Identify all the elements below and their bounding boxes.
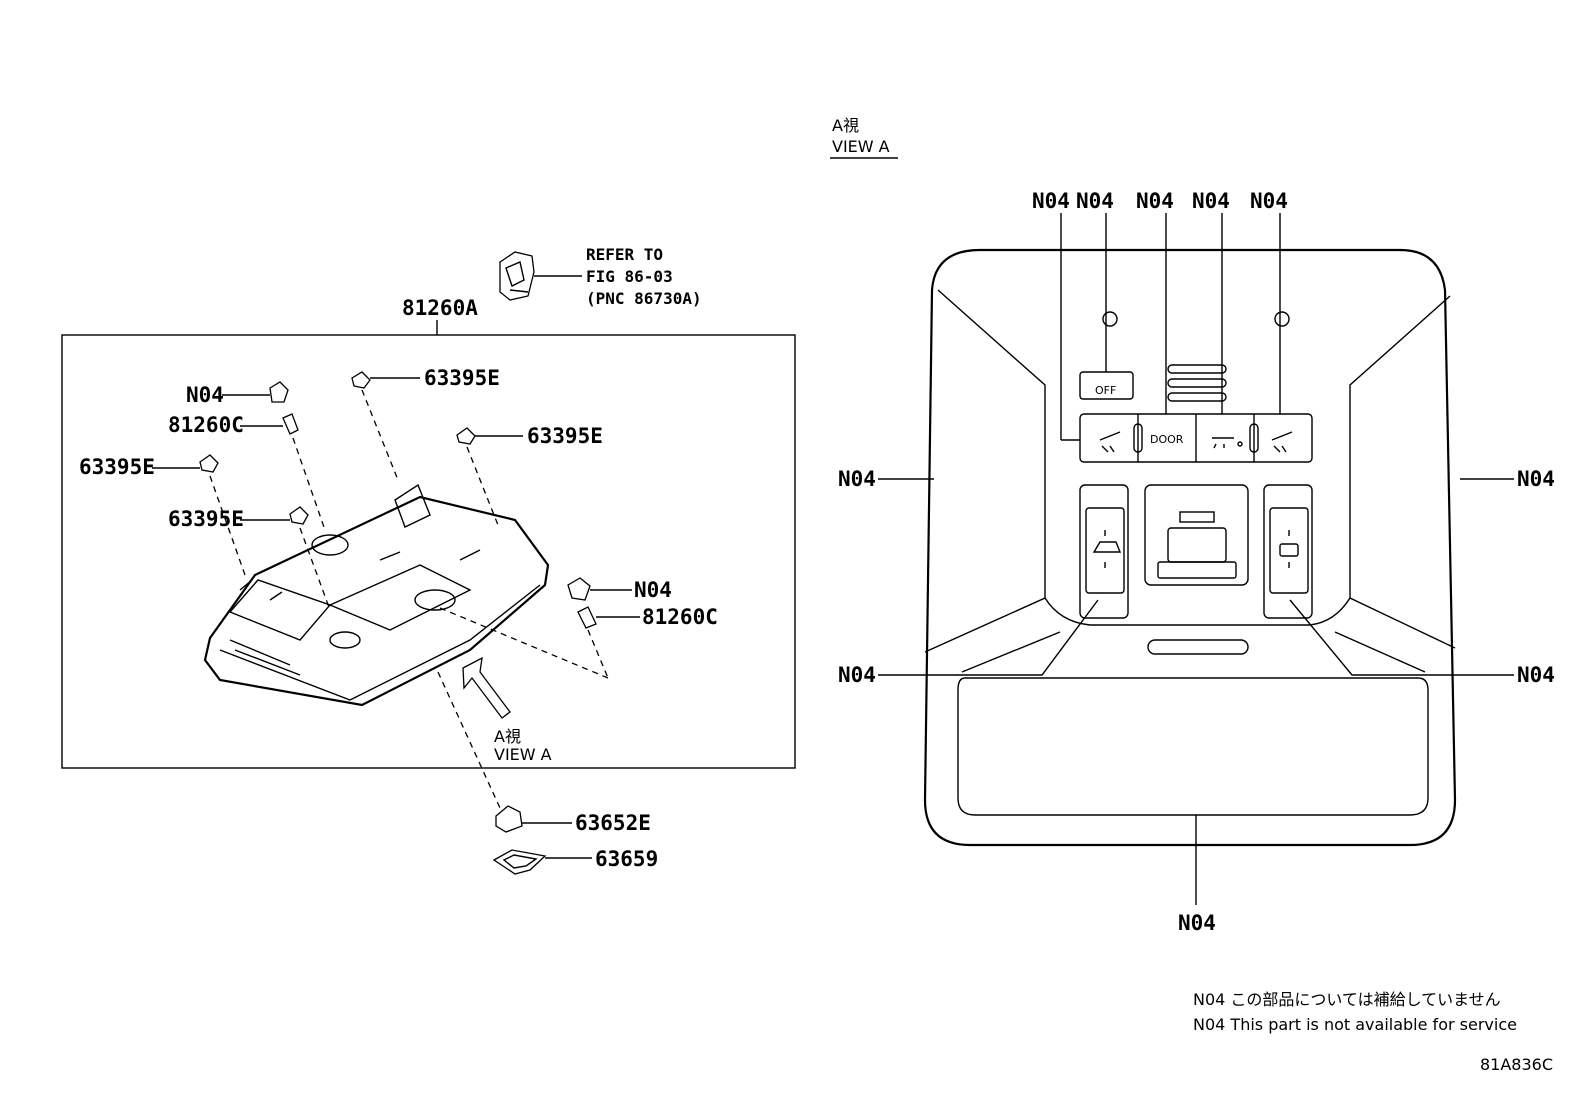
center-module-base	[1157, 561, 1237, 579]
callout-clip-left: 63395E	[79, 455, 155, 479]
view-a-title-2: VIEW A	[832, 137, 890, 156]
switch-indicator-left	[1133, 423, 1143, 453]
console-slot	[1147, 639, 1249, 655]
view-arrow-label-1: A視	[494, 727, 521, 746]
sunroof-switch-left	[1085, 507, 1125, 594]
grille-slot-3	[1167, 392, 1227, 402]
switch-indicator-right	[1249, 423, 1259, 453]
side-callout-left-upper: N04	[838, 467, 876, 491]
n04-socket-upper	[269, 381, 289, 403]
plate-part	[492, 849, 547, 875]
right-view-a: A視 VIEW A N04 N04 N04 N04 N04 OFF	[830, 116, 1555, 935]
note-japanese: N04 この部品については補給していません	[1193, 990, 1501, 1009]
side-callout-right-upper: N04	[1517, 467, 1555, 491]
top-callout-1: N04	[1032, 189, 1070, 213]
lamp-sensor-left	[1102, 311, 1118, 327]
view-arrow-label-2: VIEW A	[494, 745, 552, 764]
refer-note-line-2: FIG 86-03	[586, 267, 673, 286]
center-module-tab	[1179, 511, 1215, 523]
assembly-label: 81260A	[402, 296, 478, 320]
map-lamp-housing-drawing	[203, 483, 550, 707]
top-callout-5: N04	[1250, 189, 1288, 213]
callout-clip-top: 63395E	[424, 366, 500, 390]
connector-part-drawing	[499, 251, 582, 301]
center-module-screen	[1167, 527, 1227, 563]
sunroof-switch-right	[1269, 507, 1309, 594]
bulb-upper	[282, 413, 299, 435]
side-callout-bottom: N04	[1178, 911, 1216, 935]
callout-clip-right: 63395E	[527, 424, 603, 448]
center-module	[1144, 484, 1249, 586]
clip-right	[456, 427, 476, 445]
grille-slot-2	[1167, 378, 1227, 388]
n04-socket-right	[567, 577, 591, 601]
lamp-sensor-right	[1274, 311, 1290, 327]
off-button-text: OFF	[1095, 384, 1116, 397]
callout-bulb-upper: 81260C	[168, 413, 244, 437]
callout-bulb-right: 81260C	[642, 605, 718, 629]
sunroof-switch-left-housing	[1079, 484, 1129, 619]
grille-slot-1	[1167, 364, 1227, 374]
side-callout-left-lower: N04	[838, 663, 876, 687]
assembly-frame	[61, 334, 796, 769]
callout-plate: 63659	[595, 847, 658, 871]
sunroof-switch-right-housing	[1263, 484, 1313, 619]
note-english: N04 This part is not available for servi…	[1193, 1015, 1517, 1034]
top-callout-2: N04	[1076, 189, 1114, 213]
clip-lower-left	[289, 506, 309, 525]
left-exploded-view: REFER TO FIG 86-03 (PNC 86730A) 81260A N…	[61, 245, 796, 875]
callout-n04-upper: N04	[186, 383, 224, 407]
door-button-text: DOOR	[1150, 433, 1184, 446]
refer-note-line-3: (PNC 86730A)	[586, 289, 702, 308]
clip-left	[199, 454, 219, 473]
top-callout-3: N04	[1136, 189, 1174, 213]
side-callout-right-lower: N04	[1517, 663, 1555, 687]
console-lower-panel	[957, 677, 1429, 816]
clip-top	[351, 371, 371, 389]
bulb-right	[577, 606, 597, 629]
callout-clip-lower-left: 63395E	[168, 507, 244, 531]
refer-note-line-1: REFER TO	[586, 245, 663, 264]
top-callout-4: N04	[1192, 189, 1230, 213]
lens-part	[495, 805, 523, 833]
view-a-arrow	[462, 656, 511, 719]
callout-lens: 63652E	[575, 811, 651, 835]
callout-n04-right: N04	[634, 578, 672, 602]
console-outline	[923, 248, 1457, 847]
view-a-title-1: A視	[832, 116, 859, 135]
figure-code: 81A836C	[1480, 1055, 1553, 1074]
